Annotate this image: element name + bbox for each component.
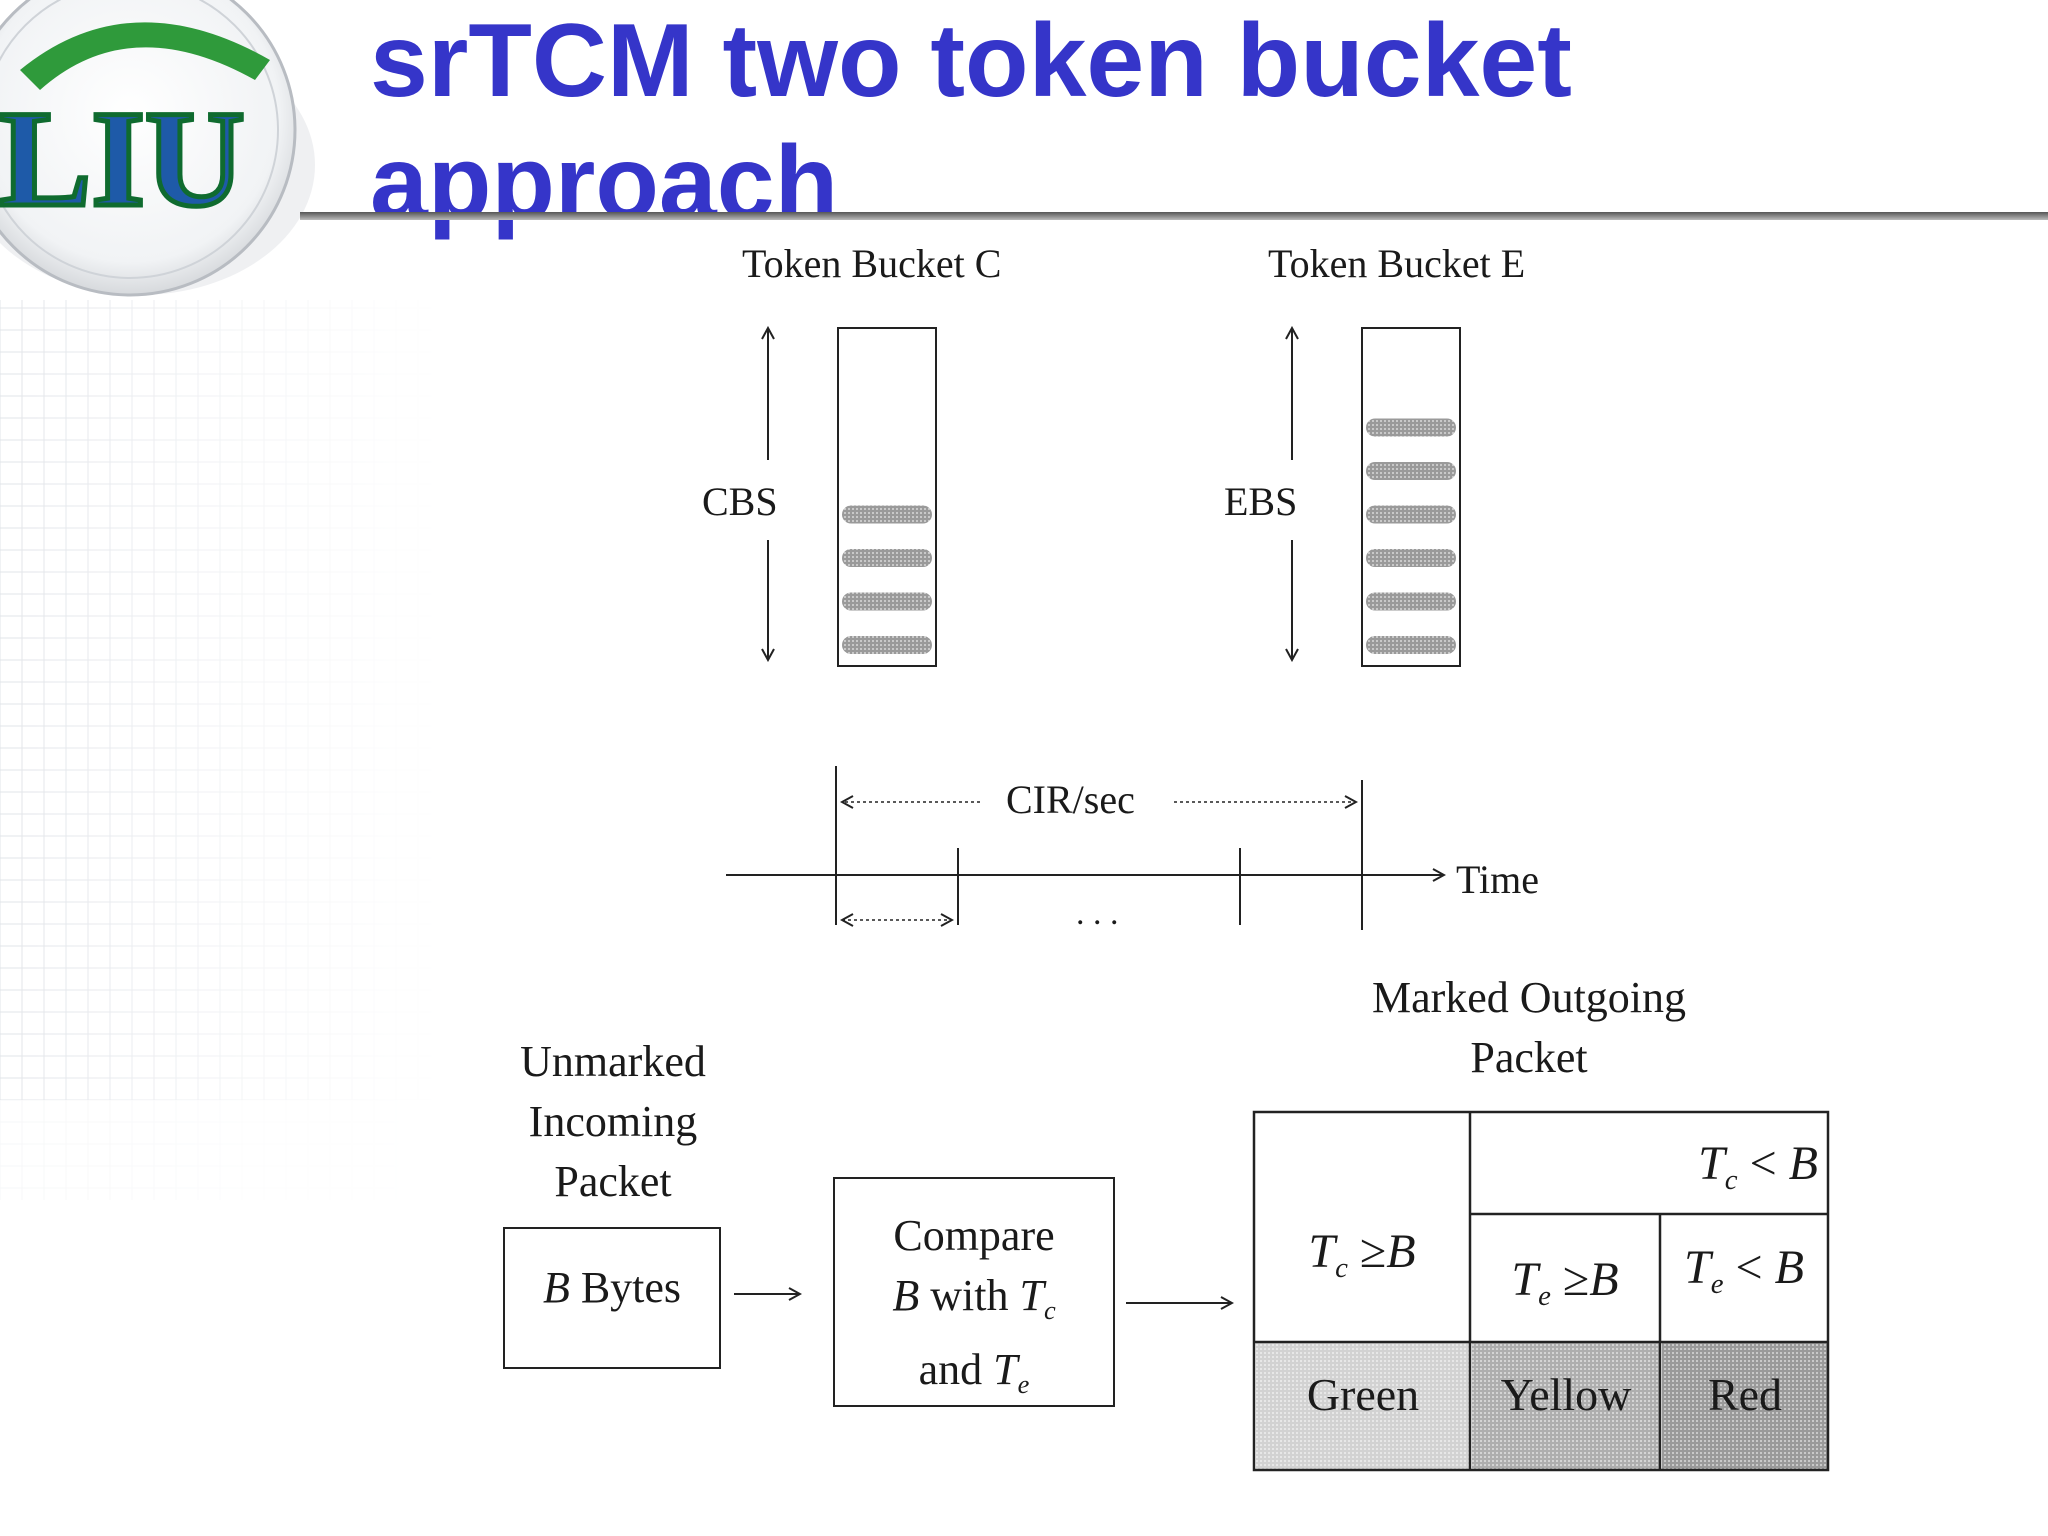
compare-line-1: Compare <box>893 1211 1055 1260</box>
cbs-label: CBS <box>702 479 778 524</box>
incoming-label-line: Packet <box>554 1157 672 1206</box>
compare-text: Compare B with Tc and Te <box>834 1206 1114 1414</box>
packet-size-var: B <box>542 1263 570 1312</box>
green-cell <box>1256 1342 1470 1470</box>
outgoing-label: Marked Outgoing Packet <box>1314 968 1744 1088</box>
token-bucket-e <box>1292 328 1461 667</box>
token <box>842 636 932 654</box>
color-label-red: Red <box>1707 1369 1783 1420</box>
red-cell <box>1662 1342 1828 1470</box>
compare-line-2: B with Tc <box>892 1271 1056 1326</box>
marking-table <box>1252 1110 1830 1472</box>
token <box>842 549 932 567</box>
color-label-yellow: Yellow <box>1500 1369 1632 1420</box>
packet-size-unit: Bytes <box>580 1263 682 1312</box>
token <box>842 592 932 611</box>
outgoing-label-line: Marked Outgoing <box>1371 973 1687 1022</box>
time-axis-label: Time <box>1456 857 1540 902</box>
liu-logo: LIU <box>0 0 315 297</box>
condition-tc-lt-b: Tc < B <box>1698 1137 1818 1197</box>
token <box>1366 636 1456 654</box>
compare-line-3: and Te <box>918 1345 1030 1400</box>
cir-rate-label: CIR/sec <box>1006 777 1135 822</box>
condition-tc-ge-b: Tc ≥B <box>1308 1225 1416 1285</box>
title-underline <box>300 212 2048 220</box>
packet-size-text: B Bytes <box>504 1262 720 1313</box>
timeline-ellipsis: . . . <box>1076 895 1119 932</box>
bucket-e-title: Token Bucket E <box>1268 241 1526 286</box>
condition-te-ge-b: Te ≥B <box>1511 1253 1619 1313</box>
timeline <box>726 766 1444 930</box>
condition-te-lt-b: Te < B <box>1684 1241 1804 1301</box>
incoming-label-line: Incoming <box>528 1097 698 1146</box>
compare-box <box>833 1177 1115 1407</box>
token <box>842 505 932 524</box>
token <box>1366 418 1456 437</box>
token <box>1366 462 1456 480</box>
token <box>1366 592 1456 611</box>
packet-box <box>503 1227 721 1369</box>
yellow-cell <box>1472 1342 1660 1470</box>
ebs-label: EBS <box>1224 479 1298 524</box>
incoming-label-line: Unmarked <box>520 1037 706 1086</box>
token <box>1366 549 1456 567</box>
token <box>1366 505 1456 524</box>
bucket-c-title: Token Bucket C <box>742 241 1002 286</box>
incoming-label: Unmarked Incoming Packet <box>470 1032 756 1212</box>
token-bucket-c <box>768 328 937 667</box>
page-title: srTCM two token bucket approach <box>370 3 1572 241</box>
outgoing-label-line: Packet <box>1470 1033 1588 1082</box>
color-label-green: Green <box>1306 1369 1420 1420</box>
logo-text: LIU <box>0 82 245 235</box>
